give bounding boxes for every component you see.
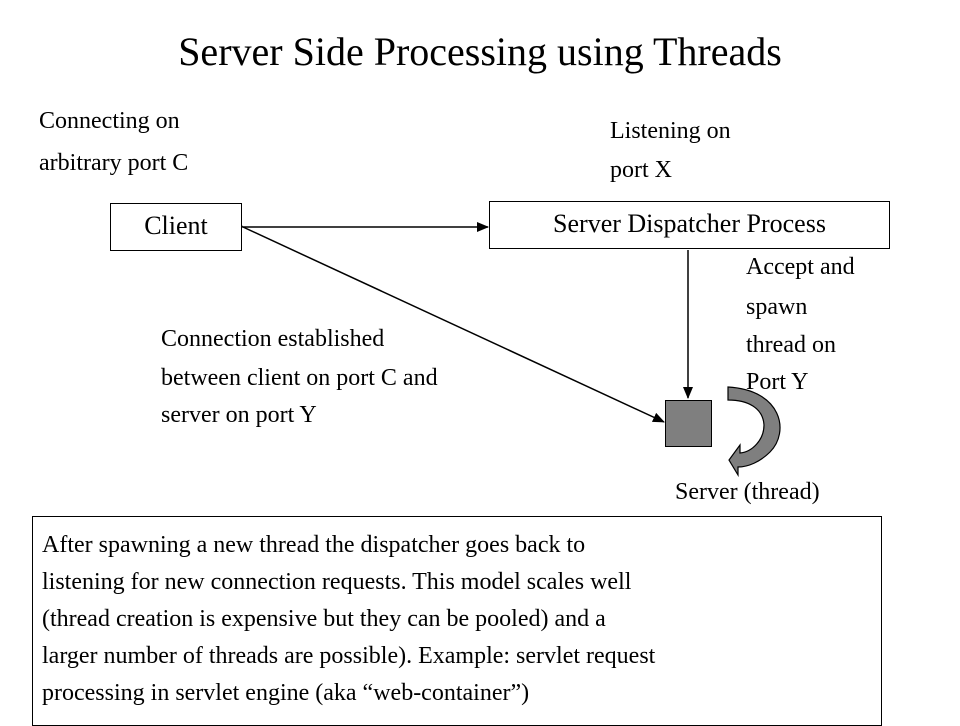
accept-label-line-1: Accept and [746, 254, 855, 280]
page-title: Server Side Processing using Threads [178, 29, 782, 74]
accept-label-line-3: thread on [746, 332, 836, 358]
note-line: After spawning a new thread the dispatch… [42, 532, 586, 558]
cycle-arrow-icon [727, 386, 781, 478]
listening-label-line-1: Listening on [610, 118, 731, 144]
note-line: (thread creation is expensive but they c… [42, 606, 606, 632]
server-thread-square [665, 400, 712, 447]
accept-label-line-4: Port Y [746, 369, 809, 395]
listening-label-line-2: port X [610, 157, 672, 183]
note-line: listening for new connection requests. T… [42, 569, 632, 595]
dispatcher-box: Server Dispatcher Process [489, 201, 890, 249]
server-thread-label: Server (thread) [675, 479, 820, 505]
connecting-label-line-1: Connecting on [39, 108, 180, 134]
note-line: processing in servlet engine (aka “web-c… [42, 680, 530, 706]
connecting-label-line-2: arbitrary port C [39, 150, 189, 176]
client-thread-arrow [230, 217, 665, 423]
note-line: larger number of threads are possible). … [42, 643, 656, 669]
note-box: After spawning a new thread the dispatch… [32, 516, 882, 726]
client-box: Client [110, 203, 242, 251]
accept-label-line-2: spawn [746, 294, 808, 320]
